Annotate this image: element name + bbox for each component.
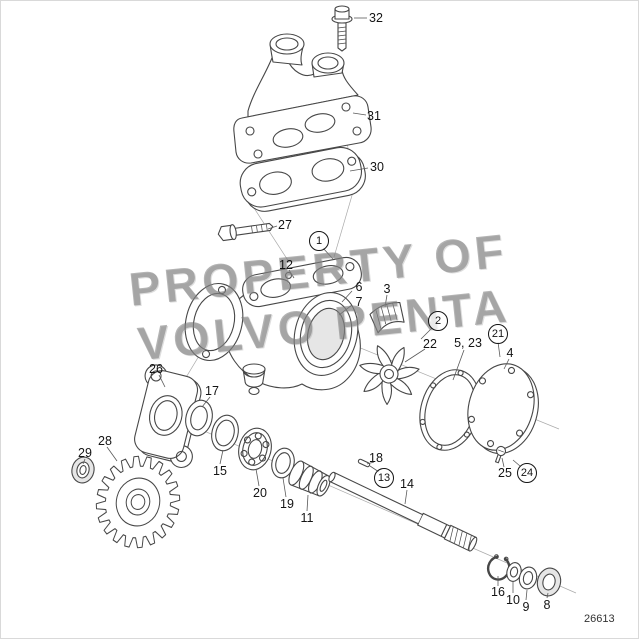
part-bolt-32: [331, 5, 353, 52]
callout-14: 14: [400, 476, 414, 491]
callout-32: 32: [369, 10, 383, 25]
part-seal-17: [185, 399, 213, 437]
callout-12: 12: [279, 257, 293, 272]
part-gear-28: [95, 455, 181, 549]
part-flange-26: [134, 364, 202, 469]
callout-11: 11: [300, 510, 314, 525]
callout-29: 29: [78, 445, 92, 460]
callout-9: 9: [522, 599, 530, 614]
part-cam-3: [369, 302, 405, 334]
callout-25: 25: [498, 465, 512, 480]
callout-6: 6: [355, 279, 363, 294]
callout-27: 27: [278, 217, 292, 232]
callout-3: 3: [383, 281, 391, 296]
part-ring-15: [211, 414, 239, 452]
callout-28: 28: [98, 433, 112, 448]
part-spacer-11: [288, 460, 331, 497]
part-water-outlet-31: [233, 33, 372, 164]
callout-2-circled: 2: [428, 311, 448, 331]
part-bearing-20: [238, 427, 272, 471]
part-ring-8: [536, 567, 562, 597]
callout-18: 18: [369, 450, 383, 465]
part-gasket-30: [239, 146, 366, 212]
callout-24-circled: 24: [517, 463, 537, 483]
part-end-cover-4: [467, 363, 539, 455]
callout-26: 26: [149, 361, 163, 376]
callout-22: 22: [423, 336, 437, 351]
callout-1-circled: 1: [309, 231, 329, 251]
callout-17: 17: [205, 383, 219, 398]
callout-4: 4: [506, 345, 514, 360]
part-screw-25: [494, 445, 507, 464]
part-washer-9: [518, 566, 538, 590]
part-impeller-22: [359, 345, 420, 405]
callout-21-circled: 21: [488, 324, 508, 344]
callout-31: 31: [367, 108, 381, 123]
callout-19: 19: [280, 496, 294, 511]
part-pin-18: [357, 458, 371, 468]
callout-16: 16: [491, 584, 505, 599]
callout-8: 8: [543, 597, 551, 612]
callout-20: 20: [253, 485, 267, 500]
callout-7: 7: [355, 294, 363, 309]
part-bushing-29: [71, 456, 95, 484]
part-gasket-5-23: [419, 369, 481, 451]
callout-30: 30: [370, 159, 384, 174]
callout-10: 10: [506, 592, 520, 607]
callout-13-circled: 13: [374, 468, 394, 488]
part-shaft-14: [328, 471, 478, 552]
callout-15: 15: [213, 463, 227, 478]
drawing-number: 26613: [584, 613, 615, 625]
part-pump-housing: [184, 256, 362, 396]
part-ring-19: [271, 447, 295, 479]
part-bolt-27: [217, 222, 274, 242]
callout-5-23: 5, 23: [454, 335, 482, 350]
